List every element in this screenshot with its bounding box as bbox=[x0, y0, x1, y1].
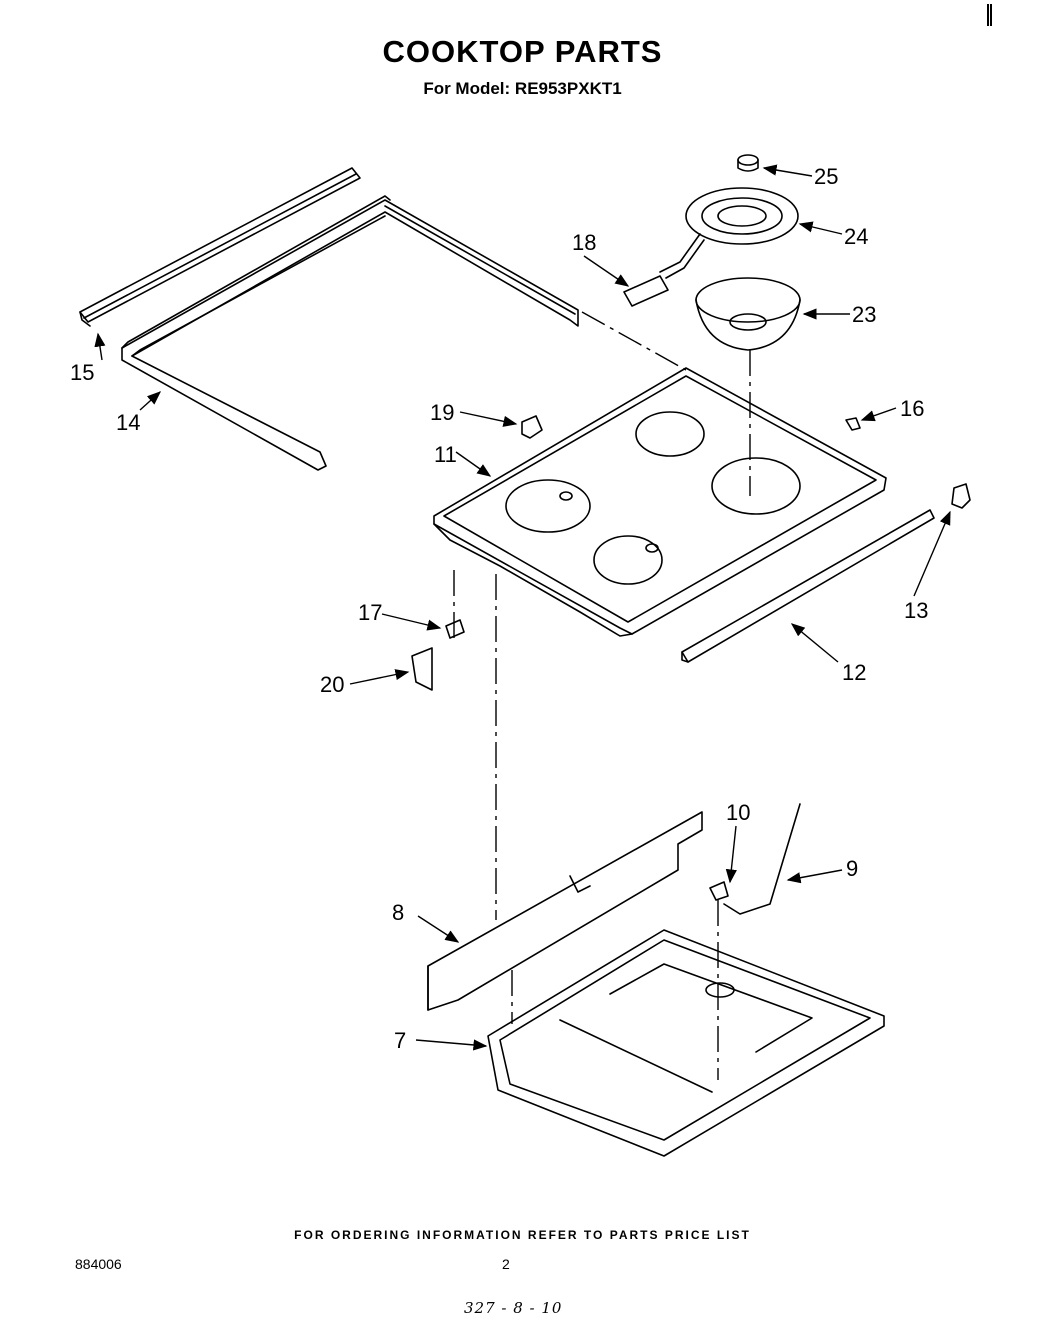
callout-12: 12 bbox=[842, 660, 866, 685]
page-title: COOKTOP PARTS bbox=[382, 34, 663, 69]
callout-10: 10 bbox=[726, 800, 750, 825]
callout-24: 24 bbox=[844, 224, 868, 249]
callout-14: 14 bbox=[116, 410, 140, 435]
handwritten-note: 327 - 8 - 10 bbox=[464, 1299, 563, 1317]
callout-17: 17 bbox=[358, 600, 382, 625]
part-19-bracket bbox=[521, 415, 543, 439]
callout-11: 11 bbox=[434, 442, 457, 467]
callout-9: 9 bbox=[846, 856, 858, 881]
callout-8: 8 bbox=[392, 900, 404, 925]
part-7-burner-box bbox=[487, 929, 885, 1157]
part-14-frame bbox=[121, 195, 579, 471]
part-24-surface-element bbox=[659, 187, 799, 279]
callout-15: 15 bbox=[70, 360, 94, 385]
part-25-cap bbox=[737, 154, 759, 172]
alignment-lines bbox=[453, 311, 751, 1080]
part-12-front-trim bbox=[681, 509, 935, 663]
callout-20: 20 bbox=[320, 672, 344, 697]
part-9-rod bbox=[723, 803, 801, 915]
part-17-bracket bbox=[445, 619, 465, 639]
callout-13: 13 bbox=[904, 598, 928, 623]
callout-16: 16 bbox=[900, 396, 924, 421]
ordering-note: FOR ORDERING INFORMATION REFER TO PARTS … bbox=[294, 1228, 751, 1242]
part-23-drip-bowl bbox=[695, 277, 801, 351]
callout-23: 23 bbox=[852, 302, 876, 327]
part-20-bracket bbox=[411, 647, 433, 691]
leader-lines bbox=[94, 164, 951, 1051]
document-number: 884006 bbox=[75, 1256, 122, 1272]
callout-18: 18 bbox=[572, 230, 596, 255]
callout-25: 25 bbox=[814, 164, 838, 189]
part-18-receptacle bbox=[623, 275, 669, 307]
part-8-baffle bbox=[427, 811, 703, 1011]
part-16-clip bbox=[845, 417, 861, 431]
callout-19: 19 bbox=[430, 400, 454, 425]
corner-registration-mark bbox=[987, 4, 992, 26]
page-number: 2 bbox=[502, 1256, 510, 1272]
part-15-rear-trim bbox=[79, 167, 361, 327]
part-13-clip bbox=[951, 483, 971, 509]
part-11-cooktop bbox=[433, 367, 887, 637]
model-subtitle: For Model: RE953PXKT1 bbox=[423, 79, 622, 98]
part-10-clip bbox=[709, 881, 729, 901]
callout-7: 7 bbox=[394, 1028, 406, 1053]
